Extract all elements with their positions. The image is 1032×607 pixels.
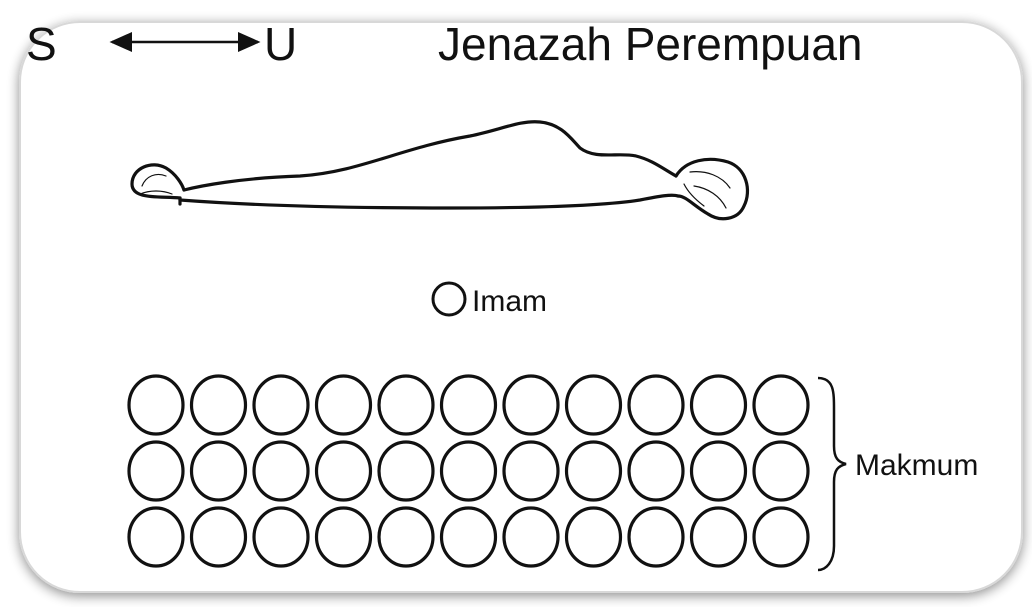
makmum-label: Makmum	[855, 449, 978, 482]
direction-from-label: S	[26, 18, 57, 70]
diagram-title: Jenazah Perempuan	[438, 18, 863, 70]
direction-to-label: U	[264, 18, 297, 70]
imam-label: Imam	[472, 285, 547, 318]
